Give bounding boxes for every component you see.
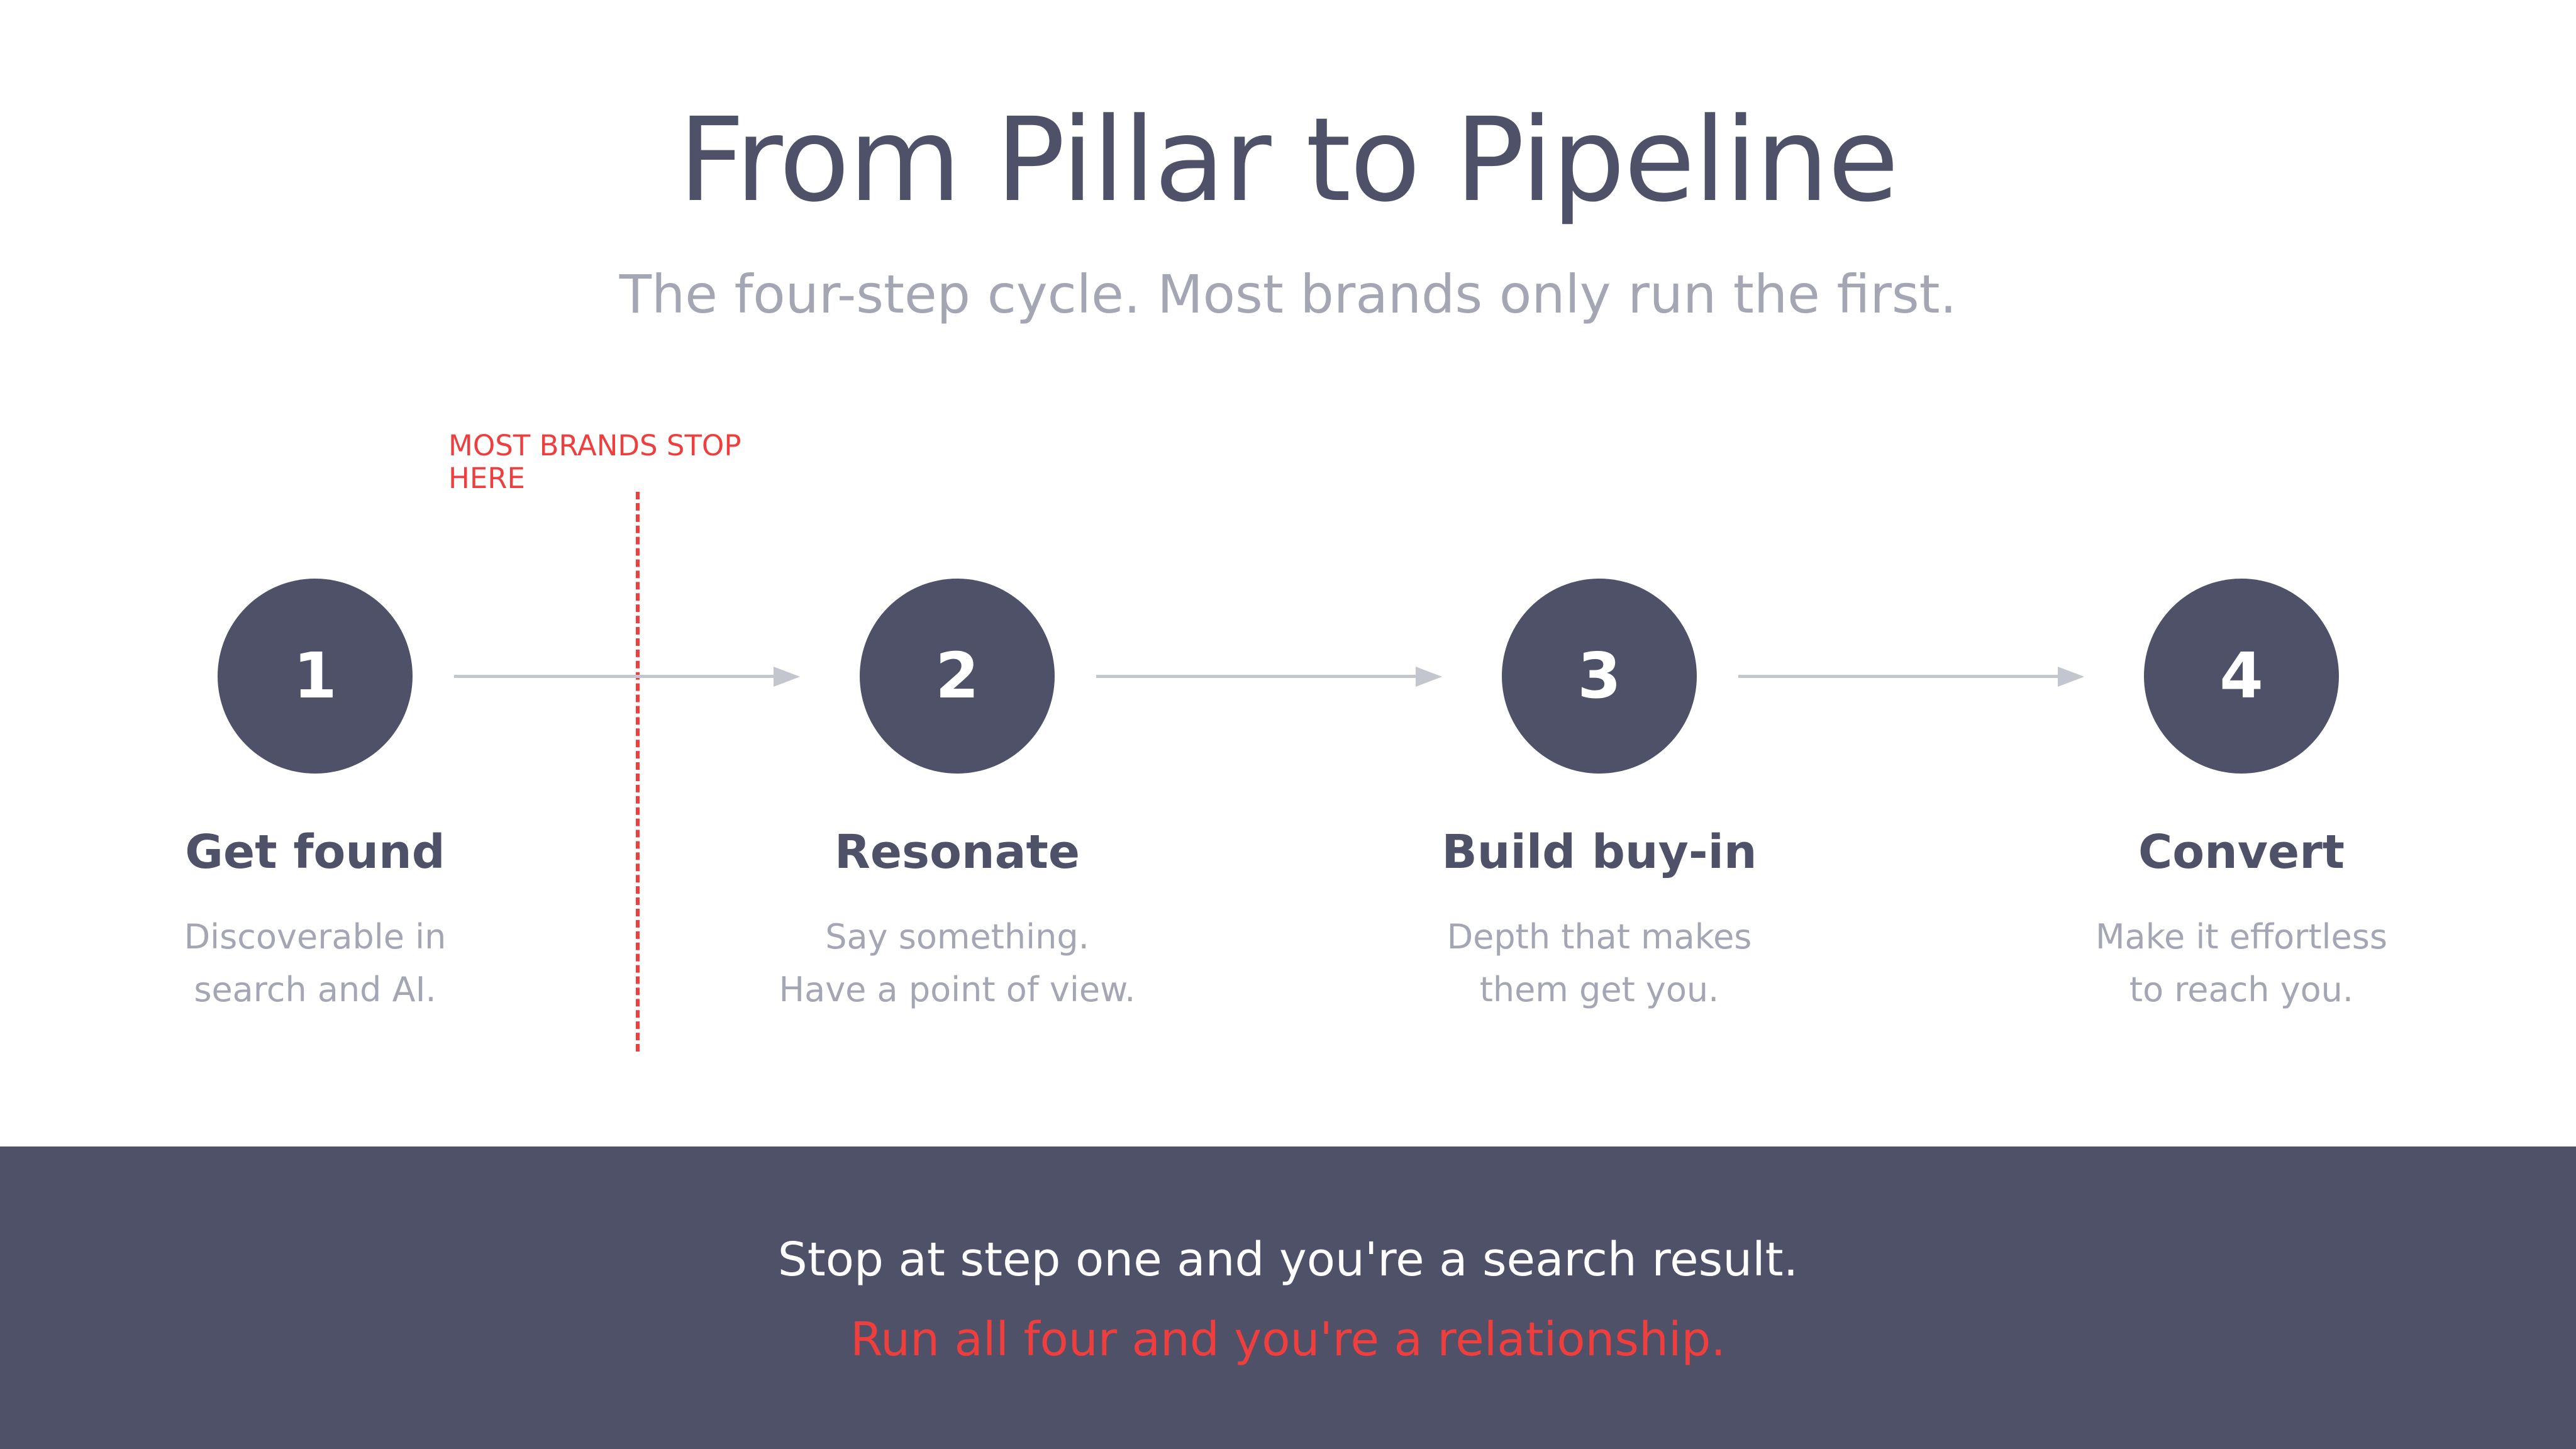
step-description-line: search and AI. xyxy=(194,970,436,1009)
page-subtitle: The four-step cycle. Most brands only ru… xyxy=(619,264,1957,325)
step-description-line: Make it effortless xyxy=(2095,917,2388,957)
step-number-circle: 4 xyxy=(2144,579,2339,774)
stop-marker-label: MOST BRANDS STOP HERE xyxy=(448,429,741,495)
step-description: Make it effortless to reach you. xyxy=(1990,911,2493,1016)
arrow-head-icon xyxy=(1416,667,1442,687)
step-description: Depth that makes them get you. xyxy=(1348,911,1851,1016)
step-name: Get found xyxy=(185,825,445,879)
step-description-line: Say something. xyxy=(825,917,1089,957)
arrow-line xyxy=(1096,675,1423,678)
step-description-line: Discoverable in xyxy=(184,917,447,957)
footer-statement: Stop at step one and you're a search res… xyxy=(777,1233,1799,1287)
step-name: Convert xyxy=(2138,825,2345,879)
arrow-head-icon xyxy=(774,667,800,687)
step-name: Resonate xyxy=(834,825,1080,879)
step-description-line: Have a point of view. xyxy=(779,970,1136,1009)
arrow-line xyxy=(1738,675,2065,678)
step-description-line: them get you. xyxy=(1479,970,1719,1009)
step-description-line: Depth that makes xyxy=(1446,917,1752,957)
arrow-2-to-3 xyxy=(1096,667,1442,687)
stop-marker-line xyxy=(636,492,640,1052)
step-number-circle: 3 xyxy=(1502,579,1697,774)
arrow-line xyxy=(454,675,781,678)
page-title: From Pillar to Pipeline xyxy=(678,93,1899,228)
step-description-line: to reach you. xyxy=(2129,970,2354,1009)
arrow-1-to-2 xyxy=(454,667,800,687)
footer-banner: Stop at step one and you're a search res… xyxy=(0,1146,2576,1449)
step-name: Build buy-in xyxy=(1441,825,1757,879)
arrow-head-icon xyxy=(2058,667,2084,687)
footer-highlight: Run all four and you're a relationship. xyxy=(850,1313,1726,1367)
step-number-circle: 2 xyxy=(860,579,1055,774)
arrow-3-to-4 xyxy=(1738,667,2084,687)
step-description: Discoverable in search and AI. xyxy=(64,911,567,1016)
step-number-circle: 1 xyxy=(218,579,413,774)
step-description: Say something. Have a point of view. xyxy=(706,911,1209,1016)
